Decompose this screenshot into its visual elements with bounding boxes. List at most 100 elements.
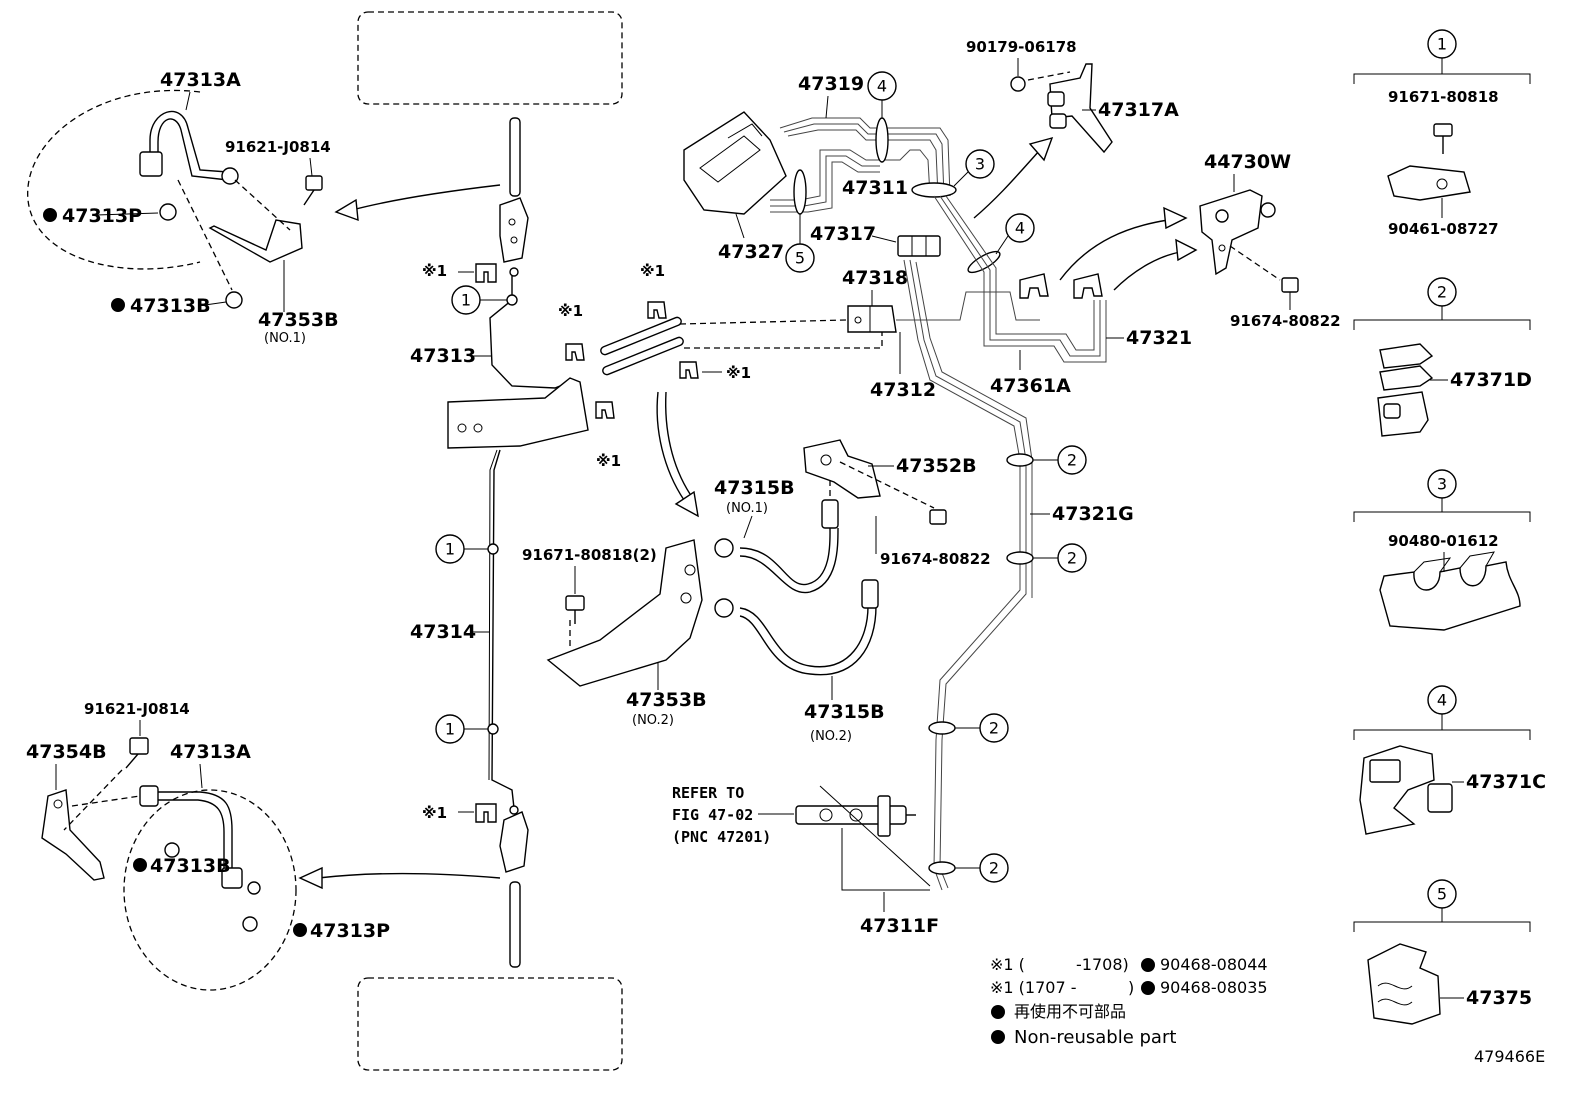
label-47321G: 47321G (1052, 503, 1134, 525)
svg-text:3: 3 (975, 155, 985, 174)
actuator-assembly (683, 111, 1198, 363)
non-reusable-dot (133, 858, 147, 872)
clip-mark-1: ※1 (422, 262, 519, 283)
clip-mark-4: ※1 (679, 361, 751, 382)
arrow-down-to-hoses (656, 391, 685, 501)
svg-text:4: 4 (1015, 219, 1025, 238)
svg-text:5: 5 (795, 249, 805, 268)
non-reusable-dot (293, 923, 307, 937)
side-label-47375: 47375 (1466, 987, 1532, 1009)
label-91621-bot: 91621-J0814 (84, 700, 190, 718)
legend-row1-range: -1708) (1076, 955, 1129, 974)
label-47315B-no1: 47315B (714, 477, 795, 499)
hose-47315B-no2 (714, 579, 879, 676)
label-47313P-bot: 47313P (310, 920, 390, 942)
label-47313A-top: 47313A (160, 69, 241, 91)
svg-text:※1: ※1 (596, 452, 621, 470)
clip-mark-3: ※1 (640, 262, 667, 319)
svg-text:4: 4 (877, 77, 887, 96)
label-47353B-top-sub: (NO.1) (264, 331, 306, 346)
bracket-47317A (1010, 63, 1113, 154)
callout-3 (965, 149, 995, 179)
arrow-to-top-detail (351, 184, 501, 211)
label-91674-right: 91674-80822 (1230, 312, 1341, 330)
label-91621-top: 91621-J0814 (225, 138, 331, 156)
label-47313B-top: 47313B (130, 295, 211, 317)
side-label-91671: 91671-80818 (1388, 88, 1499, 106)
svg-text:2: 2 (1437, 283, 1447, 302)
label-47352B: 47352B (896, 455, 977, 477)
label-47311F: 47311F (860, 915, 939, 937)
label-91671-mid: 91671-80818(2) (522, 546, 657, 564)
svg-text:1: 1 (461, 291, 471, 310)
label-47315B-no2: 47315B (804, 701, 885, 723)
label-47313P-top: 47313P (62, 205, 142, 227)
legend-row2-left: ※1 (1707 - (990, 978, 1077, 997)
svg-text:2: 2 (989, 859, 999, 878)
legend-row2-range: ) (1128, 978, 1134, 997)
legend-row1-part: 90468-08044 (1160, 955, 1268, 974)
clip-mark-6: ※1 (422, 803, 519, 823)
refer-line1: REFER TO (672, 784, 744, 802)
callout-4 (1005, 213, 1035, 243)
label-47312: 47312 (870, 379, 936, 401)
label-47317A: 47317A (1098, 99, 1179, 121)
label-44730W: 44730W (1204, 151, 1291, 173)
legend-row2-part: 90468-08035 (1160, 978, 1268, 997)
refer-line2: FIG 47-02 (672, 806, 753, 824)
bracket-44730W (1199, 189, 1299, 293)
svg-text:2: 2 (989, 719, 999, 738)
legend-row1-left: ※1 ( (990, 955, 1025, 974)
label-47353B-mid: 47353B (626, 689, 707, 711)
svg-text:1: 1 (445, 540, 455, 559)
refer-line3: (PNC 47201) (672, 828, 771, 846)
label-47361A: 47361A (990, 375, 1071, 397)
legend: ※1 ( -1708) 90468-08044 ※1 (1707 - ) 904… (990, 955, 1268, 1048)
label-90179: 90179-06178 (966, 38, 1077, 56)
top-reference-box (357, 11, 623, 105)
bottom-reference-box (357, 977, 623, 1071)
svg-text:2: 2 (1067, 549, 1077, 568)
arrow-to-bottom-detail (317, 872, 501, 879)
detail-front-left (27, 89, 323, 312)
svg-text:※1: ※1 (640, 262, 665, 280)
svg-text:2: 2 (1067, 451, 1077, 470)
hose-47315B-no1 (714, 499, 839, 594)
label-47311: 47311 (842, 177, 908, 199)
label-47313A-bot: 47313A (170, 741, 251, 763)
label-47319: 47319 (798, 73, 864, 95)
label-47354B: 47354B (26, 741, 107, 763)
label-47315B-no2-sub: (NO.2) (810, 729, 852, 744)
side-label-90480: 90480-01612 (1388, 532, 1499, 550)
label-47327: 47327 (718, 241, 784, 263)
side-label-47371D: 47371D (1450, 369, 1532, 391)
svg-text:※1: ※1 (422, 262, 447, 280)
side-panel: 1 2 3 4 5 (1353, 29, 1531, 1025)
master-cylinder (795, 785, 931, 891)
clip-mark-5: ※1 (595, 401, 621, 470)
diagram-id: 479466E (1474, 1047, 1545, 1066)
label-91674-mid: 91674-80822 (880, 550, 991, 568)
detail-rear-left (41, 737, 307, 991)
legend-row3: 再使用不可部品 (1014, 1002, 1126, 1021)
svg-text:※1: ※1 (726, 364, 751, 382)
label-47313B-bot: 47313B (150, 855, 231, 877)
pipe-47321G (903, 259, 1034, 891)
side-label-47371C: 47371C (1466, 771, 1546, 793)
bracket-47352B (803, 439, 947, 525)
svg-text:3: 3 (1437, 475, 1447, 494)
side-label-90461: 90461-08727 (1388, 220, 1499, 238)
clip-mark-2: ※1 (558, 302, 585, 361)
svg-text:1: 1 (445, 720, 455, 739)
svg-text:※1: ※1 (558, 302, 583, 320)
non-reusable-dot (43, 208, 57, 222)
label-47353B-mid-sub: (NO.2) (632, 713, 674, 728)
bracket-47353B-no2 (546, 539, 703, 687)
label-47314: 47314 (410, 621, 476, 643)
svg-text:4: 4 (1437, 691, 1447, 710)
label-47318: 47318 (842, 267, 908, 289)
legend-row4: Non-reusable part (1014, 1027, 1176, 1048)
svg-text:1: 1 (1437, 35, 1447, 54)
left-pipe-assembly (447, 117, 589, 968)
